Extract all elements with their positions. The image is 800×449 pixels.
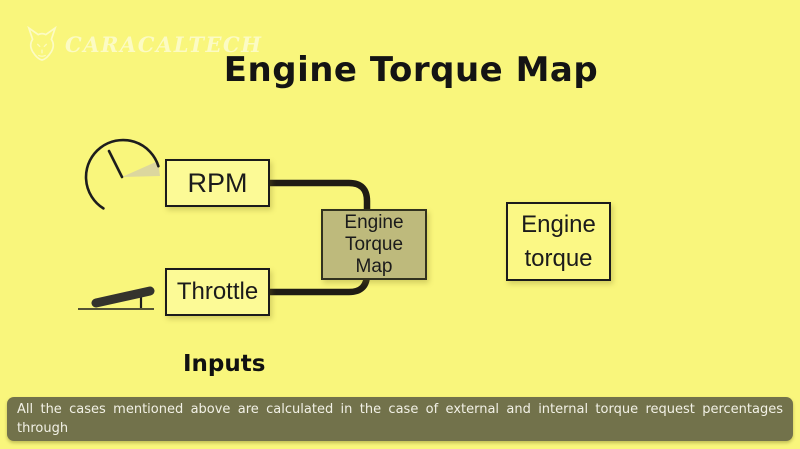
- engine-torque-map-box: Engine Torque Map: [321, 209, 427, 280]
- throttle-label: Throttle: [176, 278, 259, 305]
- rpm-box: RPM: [165, 159, 270, 207]
- map-box-line3: Map: [355, 255, 393, 277]
- output-box-line1: Engine: [521, 210, 596, 238]
- caption-bar: All the cases mentioned above are calcul…: [7, 397, 793, 441]
- engine-torque-output-box: Engine torque: [506, 202, 611, 281]
- rpm-label: RPM: [187, 167, 248, 198]
- inputs-label: Inputs: [183, 351, 266, 377]
- gauge-icon: [84, 138, 160, 210]
- map-box-line1: Engine: [344, 211, 404, 233]
- caption-line2: different modules of ECU.: [17, 438, 783, 441]
- page-title: Engine Torque Map: [223, 50, 599, 90]
- caracal-cat-icon: [27, 26, 57, 61]
- map-box-line2: Torque: [344, 233, 404, 255]
- output-box-line2: torque: [524, 244, 593, 272]
- connector-rpm-to-map: [266, 179, 371, 222]
- brand-name: CARACALTECH: [65, 31, 263, 57]
- throttle-box: Throttle: [165, 268, 270, 316]
- pedal-icon: [78, 286, 155, 310]
- watermark: CARACALTECH: [26, 26, 263, 62]
- caption-line1: All the cases mentioned above are calcul…: [17, 402, 783, 436]
